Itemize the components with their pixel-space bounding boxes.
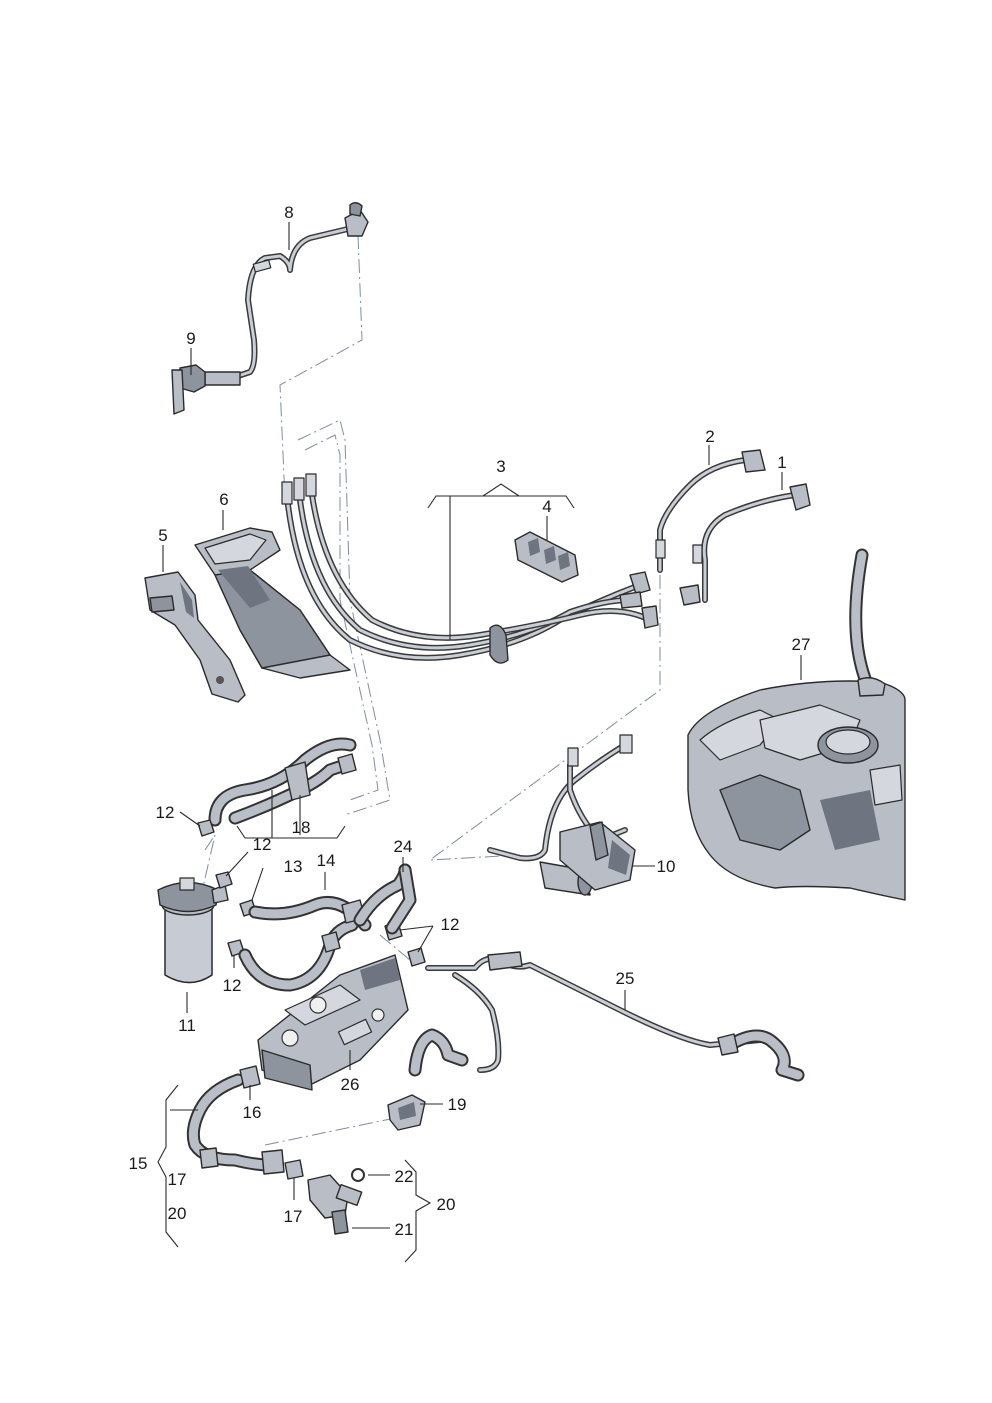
callout-2: 2 — [705, 427, 714, 446]
clip-19 — [387, 1094, 426, 1131]
callout-4: 4 — [542, 497, 551, 516]
callout-25: 25 — [616, 969, 635, 988]
hose-set-13 — [208, 737, 357, 827]
vent-line-8 — [235, 202, 369, 379]
callout-20-a: 20 — [168, 1204, 187, 1223]
callout-27: 27 — [792, 635, 811, 654]
leader-lines — [157, 222, 802, 1263]
fuel-filter-11 — [157, 877, 229, 984]
heat-shield-6 — [194, 527, 351, 679]
callout-17-a: 17 — [168, 1170, 187, 1189]
callout-12-a: 12 — [156, 803, 175, 822]
callout-18: 18 — [292, 818, 311, 837]
bracket-5 — [144, 571, 246, 703]
callout-5: 5 — [158, 526, 167, 545]
connector-9 — [171, 364, 241, 415]
callout-3: 3 — [496, 457, 505, 476]
callout-9: 9 — [186, 329, 195, 348]
fuel-line-set-3 — [281, 473, 659, 664]
callout-14: 14 — [317, 851, 336, 870]
callout-16: 16 — [243, 1103, 262, 1122]
hose-24 — [353, 863, 417, 935]
fuel-line-1 — [679, 483, 811, 606]
fuel-tank-27 — [687, 548, 906, 901]
callout-24: 24 — [394, 837, 413, 856]
callout-17-b: 17 — [284, 1207, 303, 1226]
fuel-pump-10 — [487, 734, 636, 896]
callout-20-b: 20 — [437, 1195, 456, 1214]
callout-13: 13 — [284, 857, 303, 876]
callout-12-b: 12 — [253, 835, 272, 854]
callout-labels: 8 9 2 1 3 4 6 5 27 12 18 13 10 12 14 24 … — [129, 203, 811, 1239]
callout-8: 8 — [284, 203, 293, 222]
callout-12-c: 12 — [441, 915, 460, 934]
callout-10: 10 — [657, 857, 676, 876]
return-hose-14 — [238, 896, 372, 992]
callout-1: 1 — [777, 453, 786, 472]
line-clip-4 — [514, 531, 579, 583]
hose-assembly-15 — [186, 1065, 304, 1180]
reference-lines — [199, 234, 661, 1146]
callout-11: 11 — [178, 1016, 196, 1035]
mounting-bracket-26 — [257, 954, 409, 1091]
callout-26: 26 — [341, 1075, 360, 1094]
callout-15: 15 — [129, 1154, 148, 1173]
fuel-line-2 — [655, 449, 766, 573]
callout-22: 22 — [395, 1167, 414, 1186]
callout-19: 19 — [448, 1095, 467, 1114]
callout-21: 21 — [395, 1220, 414, 1239]
valve-assembly-20 — [307, 1168, 365, 1235]
fuel-line-25 — [408, 951, 805, 1082]
callout-12-d: 12 — [223, 976, 242, 995]
holder-18 — [284, 761, 311, 801]
callout-6: 6 — [219, 490, 228, 509]
